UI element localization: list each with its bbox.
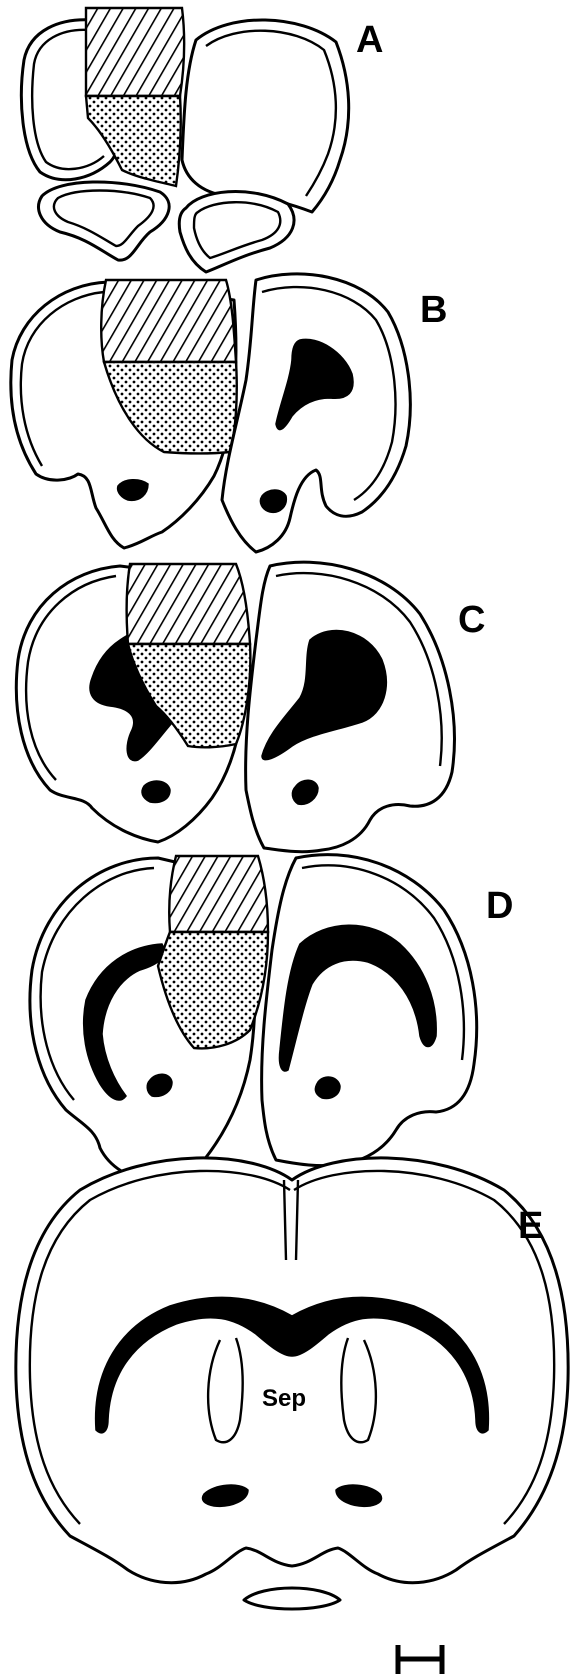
section-c-lesion-hatched	[127, 564, 250, 644]
section-b-right-small-ventricle	[260, 490, 286, 512]
section-b-lesion-hatched	[101, 280, 236, 362]
section-e-ventral-notch	[244, 1588, 340, 1609]
panel-label-c: C	[458, 599, 485, 641]
section-d-right-small-ventricle	[315, 1077, 340, 1098]
section-e: Sep	[16, 1158, 568, 1609]
section-e-whole-section	[16, 1158, 568, 1583]
section-d	[30, 855, 477, 1183]
section-d-lesion-hatched	[169, 856, 268, 932]
scale-bar	[398, 1645, 442, 1674]
section-b-right-hemisphere	[222, 274, 410, 552]
section-a-lesion-hatched	[86, 8, 184, 96]
panel-label-e: E	[518, 1205, 543, 1247]
panel-label-a: A	[356, 19, 383, 61]
panel-label-b: B	[420, 289, 447, 331]
section-c	[16, 562, 454, 852]
panel-label-d: D	[486, 885, 513, 927]
section-b	[11, 274, 410, 552]
section-a-left-lower-lobe	[39, 182, 170, 260]
section-a	[21, 8, 348, 272]
section-c-left-small-ventricle	[142, 781, 170, 802]
septum-label: Sep	[262, 1385, 306, 1412]
